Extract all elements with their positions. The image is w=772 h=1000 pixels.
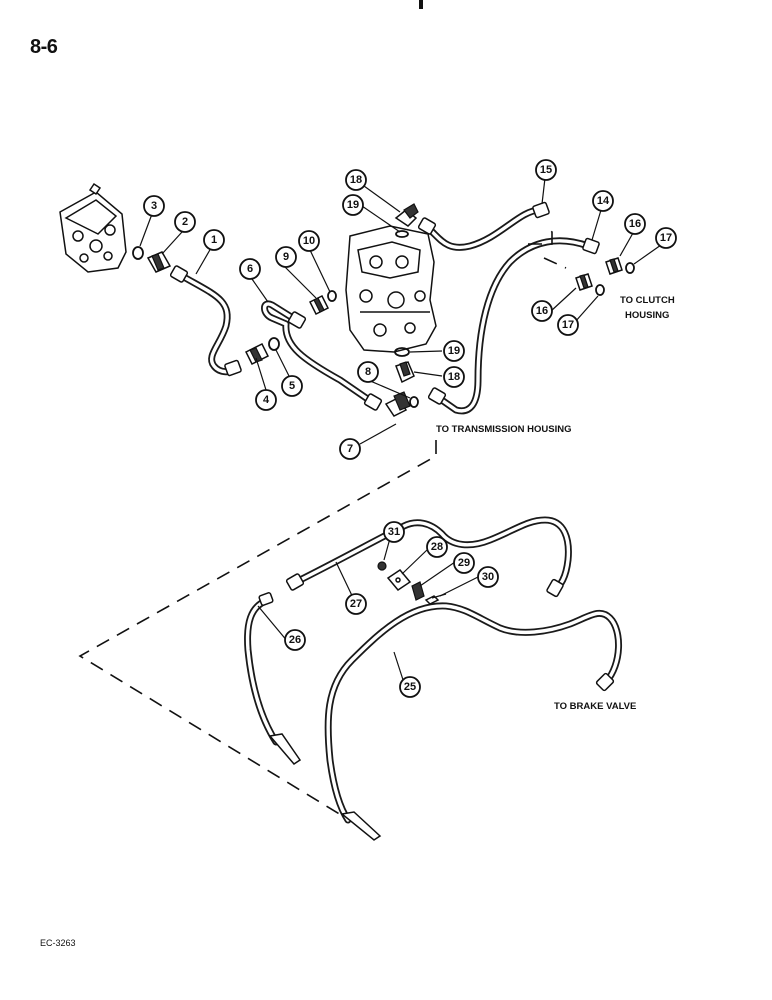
svg-text:8: 8 — [365, 366, 371, 378]
callout-5: 5 — [281, 375, 303, 397]
svg-text:31: 31 — [388, 526, 400, 538]
tube-25 — [324, 602, 623, 824]
tube-1 — [178, 272, 240, 376]
tube-15 — [424, 206, 544, 251]
note-to-transmission-housing: TO TRANSMISSION HOUSING — [436, 424, 571, 435]
svg-text:14: 14 — [597, 195, 610, 207]
callout-28: 28 — [426, 536, 448, 558]
svg-text:7: 7 — [347, 443, 353, 455]
callout-4: 4 — [255, 389, 277, 411]
svg-text:1: 1 — [211, 234, 217, 246]
svg-text:3: 3 — [151, 200, 157, 212]
tube-end-nuts — [169, 201, 615, 841]
top-crop-mark — [419, 0, 423, 9]
callout-19-top: 19 — [342, 194, 364, 216]
svg-text:4: 4 — [263, 394, 270, 406]
svg-text:27: 27 — [350, 598, 362, 610]
svg-text:16: 16 — [629, 218, 641, 230]
svg-text:10: 10 — [303, 235, 315, 247]
note-to-brake-valve: TO BRAKE VALVE — [554, 701, 636, 712]
svg-text:30: 30 — [482, 571, 494, 583]
routing-dashes — [78, 225, 567, 819]
note-to-clutch-line1: TO CLUTCH — [620, 295, 675, 306]
svg-text:6: 6 — [247, 263, 253, 275]
callout-30: 30 — [477, 566, 499, 588]
callout-6: 6 — [239, 258, 261, 280]
callout-7: 7 — [339, 438, 361, 460]
callout-19-bottom: 19 — [443, 340, 465, 362]
svg-text:2: 2 — [182, 216, 188, 228]
tube-6 — [261, 300, 376, 406]
callout-16-lower: 16 — [531, 300, 553, 322]
svg-text:19: 19 — [448, 345, 460, 357]
svg-text:18: 18 — [350, 174, 362, 186]
svg-text:16: 16 — [536, 305, 548, 317]
fittings-and-rings — [132, 203, 635, 605]
callout-10: 10 — [298, 230, 320, 252]
callout-26: 26 — [284, 629, 306, 651]
control-valve — [59, 182, 127, 273]
svg-text:29: 29 — [458, 557, 470, 569]
callout-17-upper: 17 — [655, 227, 677, 249]
manifold-block — [345, 225, 437, 353]
callout-14: 14 — [592, 190, 614, 212]
note-to-clutch-line2: HOUSING — [625, 310, 669, 321]
svg-text:9: 9 — [283, 251, 289, 263]
leader-lines — [139, 177, 662, 687]
svg-text:5: 5 — [289, 380, 295, 392]
callout-31: 31 — [383, 521, 405, 543]
svg-text:19: 19 — [347, 199, 359, 211]
callout-15: 15 — [535, 159, 557, 181]
svg-text:18: 18 — [448, 371, 460, 383]
callout-3: 3 — [143, 195, 165, 217]
callout-18-top: 18 — [345, 169, 367, 191]
svg-text:15: 15 — [540, 164, 552, 176]
callout-2: 2 — [174, 211, 196, 233]
callout-16-upper: 16 — [624, 213, 646, 235]
svg-text:17: 17 — [562, 319, 574, 331]
svg-text:25: 25 — [404, 681, 416, 693]
callout-25: 25 — [399, 676, 421, 698]
callout-balloons: 1 2 3 4 5 6 7 8 9 10 14 15 16 16 17 17 1… — [143, 159, 677, 698]
drawing-code: EC-3263 — [40, 938, 76, 948]
svg-text:17: 17 — [660, 232, 672, 244]
callout-9: 9 — [275, 246, 297, 268]
callout-29: 29 — [453, 552, 475, 574]
page-number: 8-6 — [30, 36, 58, 58]
tube-14 — [432, 237, 592, 415]
callout-8: 8 — [357, 361, 379, 383]
svg-text:26: 26 — [289, 634, 301, 646]
callout-17-lower: 17 — [557, 314, 579, 336]
tube-26 — [244, 596, 280, 746]
callout-27: 27 — [345, 593, 367, 615]
callout-1: 1 — [203, 229, 225, 251]
svg-text:28: 28 — [431, 541, 443, 553]
callout-18-bottom: 18 — [443, 366, 465, 388]
